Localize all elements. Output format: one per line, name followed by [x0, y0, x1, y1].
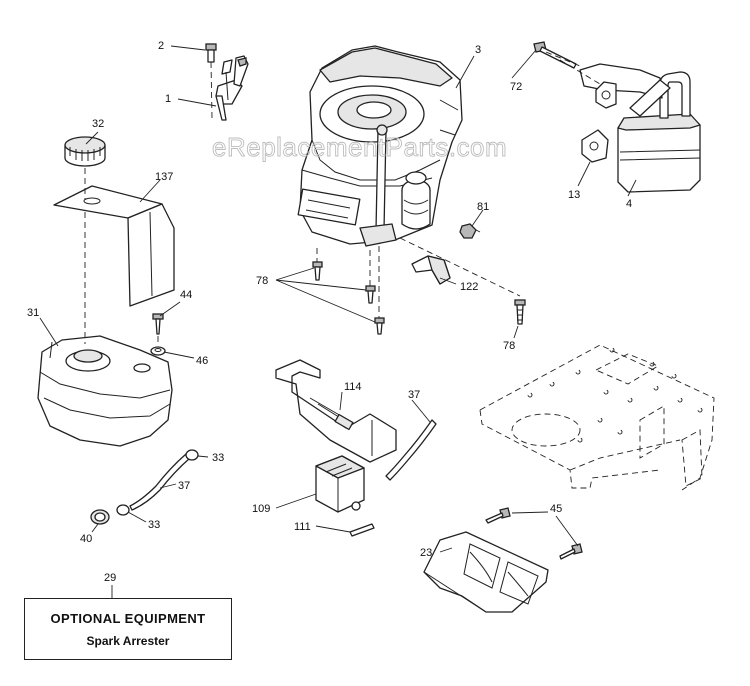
callout-29: 29 — [104, 572, 116, 584]
throttle-control-part-1[interactable] — [215, 55, 249, 121]
bolt-part-78-b[interactable] — [365, 285, 376, 304]
callout-46: 46 — [196, 355, 208, 367]
callout-3: 3 — [475, 44, 481, 56]
bolt-part-78-a[interactable] — [312, 261, 323, 281]
optional-equipment-box: OPTIONAL EQUIPMENT Spark Arrester — [24, 598, 232, 660]
hose-part-111[interactable] — [349, 523, 375, 537]
callout-111: 111 — [294, 521, 311, 533]
watermark-text: eReplacementParts.com — [212, 132, 507, 162]
callout-1: 1 — [165, 93, 171, 105]
muffler-part-4[interactable] — [579, 63, 701, 193]
fuel-tank-part-31[interactable] — [37, 335, 173, 447]
leader-lines — [39, 45, 637, 598]
callout-37-right: 37 — [408, 389, 420, 401]
callout-2: 2 — [158, 40, 164, 52]
callout-32: 32 — [92, 118, 104, 130]
callout-137: 137 — [155, 171, 173, 183]
callout-78-left: 78 — [256, 275, 268, 287]
optional-equipment-title: OPTIONAL EQUIPMENT — [50, 611, 206, 626]
bolt-part-78-d[interactable] — [514, 299, 526, 325]
callout-81: 81 — [477, 201, 489, 213]
callout-114: 114 — [344, 381, 362, 393]
fuel-cap-part-32[interactable] — [64, 136, 106, 167]
grommet-part-46[interactable] — [150, 346, 166, 356]
callout-44: 44 — [180, 289, 192, 301]
callout-109: 109 — [252, 503, 270, 515]
gasket-part-13[interactable] — [581, 129, 609, 163]
callout-33-lower: 33 — [148, 519, 160, 531]
callout-72: 72 — [510, 81, 522, 93]
bolt-part-45-upper[interactable] — [485, 507, 511, 524]
screw-part-44[interactable] — [152, 313, 164, 335]
chassis-holes — [527, 347, 703, 443]
callout-33-upper: 33 — [212, 452, 224, 464]
callout-labels: 2 1 3 72 13 4 32 137 31 44 46 81 122 78 … — [27, 40, 632, 584]
fuel-line-part-37-right[interactable] — [385, 419, 437, 481]
callout-31: 31 — [27, 307, 39, 319]
clamp-part-33-lower[interactable] — [116, 504, 130, 516]
guard-part-122[interactable] — [411, 255, 451, 285]
assembly-lines — [84, 51, 601, 346]
clamp-part-33-upper[interactable] — [185, 449, 199, 461]
screw-part-2[interactable] — [205, 43, 217, 63]
callout-23: 23 — [420, 547, 432, 559]
fuel-filter-part-40[interactable] — [90, 509, 110, 525]
bolt-part-78-c[interactable] — [374, 317, 385, 335]
bolt-part-72[interactable] — [533, 41, 577, 69]
fuel-line-part-37-left[interactable] — [129, 453, 191, 511]
chassis-frame — [479, 344, 715, 491]
callout-37-left: 37 — [178, 480, 190, 492]
fuel-pump-part-109[interactable] — [315, 455, 365, 513]
optional-equipment-subtitle: Spark Arrester — [86, 634, 170, 648]
guard-plate-part-23[interactable] — [423, 531, 549, 613]
callout-78-right: 78 — [503, 340, 515, 352]
callout-4: 4 — [626, 198, 632, 210]
bracket-part-114[interactable] — [275, 359, 397, 463]
engine-part-3[interactable] — [297, 45, 463, 247]
nut-part-81[interactable] — [459, 223, 477, 239]
callout-40: 40 — [80, 533, 92, 545]
bolt-part-45-lower[interactable] — [559, 543, 583, 560]
callout-122: 122 — [460, 281, 478, 293]
heat-shield-part-137[interactable] — [53, 185, 175, 307]
callout-45: 45 — [550, 503, 562, 515]
callout-13: 13 — [568, 189, 580, 201]
